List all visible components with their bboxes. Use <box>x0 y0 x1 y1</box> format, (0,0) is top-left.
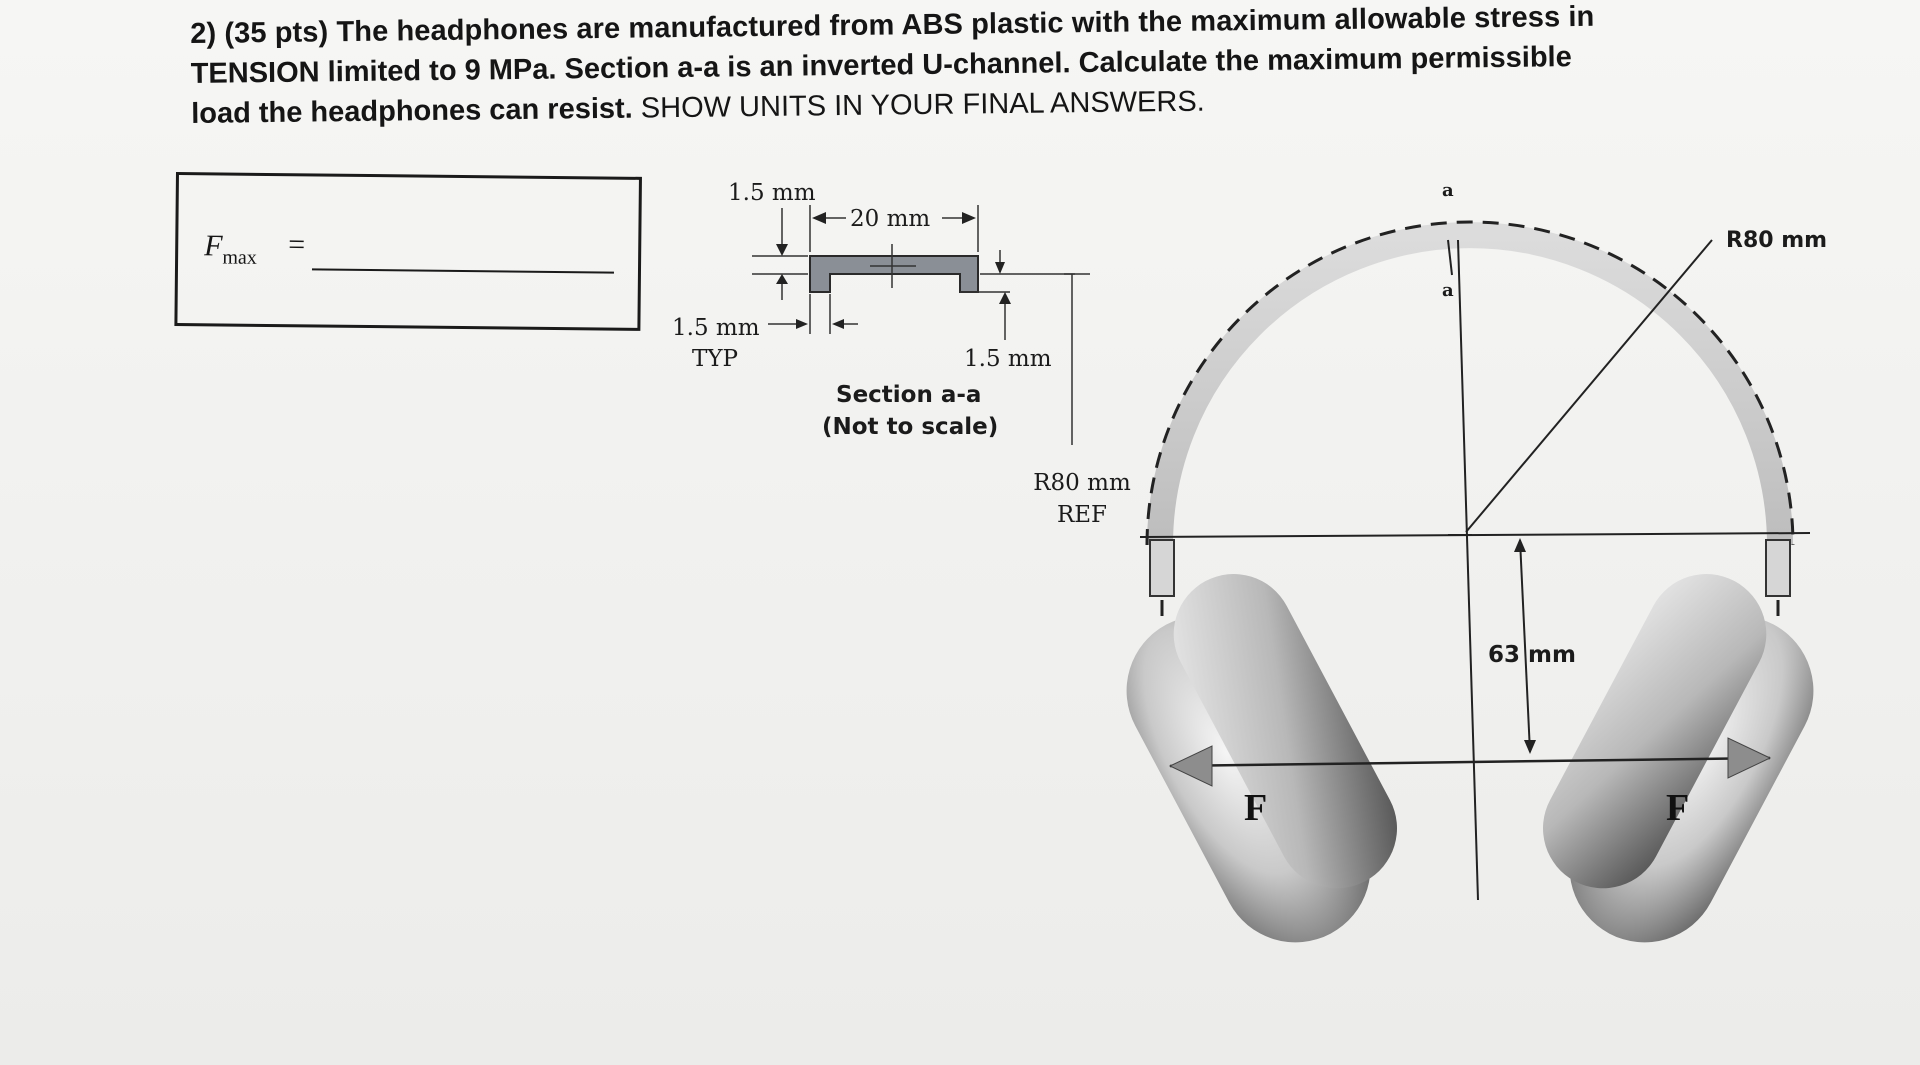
arrowhead-top-1 <box>776 244 788 256</box>
left-ear-cup <box>1126 574 1397 943</box>
section-cut-mark <box>1447 239 1453 276</box>
left-slider <box>1149 539 1175 597</box>
force-label-left: F <box>1244 787 1268 829</box>
ref-note-label: REF <box>1056 502 1108 528</box>
section-aa-drawing <box>752 205 1090 445</box>
section-caption-note: (Not to scale) <box>822 414 999 440</box>
headband <box>1147 222 1793 546</box>
arrowhead-63-top <box>1514 538 1526 552</box>
section-mark-bottom: a <box>1442 280 1454 301</box>
force-arrow-left <box>1168 745 1213 787</box>
arrowhead-63-bottom <box>1524 740 1536 754</box>
section-caption: Section a-a <box>836 382 982 408</box>
dim-63-line <box>1519 539 1531 753</box>
radius-label: R80 mm <box>1726 228 1828 253</box>
force-label-right: F <box>1666 787 1690 829</box>
arrowhead-leg-2 <box>999 292 1011 304</box>
headband-outer-dashes <box>1145 220 1795 546</box>
offset-label: 63 mm <box>1488 642 1576 668</box>
radius-leader <box>1465 239 1713 533</box>
right-slider <box>1765 539 1791 597</box>
left-cup-pad <box>1173 574 1397 889</box>
wall-typ-label: TYP <box>692 346 738 372</box>
arrowhead-width-right <box>962 212 976 224</box>
force-line <box>1169 756 1771 768</box>
arrowhead-wall-2 <box>832 319 844 329</box>
horizontal-centerline <box>1139 532 1811 538</box>
arrowhead-wall-1 <box>796 319 808 329</box>
ref-radius-label: R80 mm <box>1033 470 1131 496</box>
arrowhead-width-left <box>812 212 826 224</box>
vertical-centerline <box>1457 239 1479 901</box>
wall-thickness-label: 1.5 mm <box>672 315 760 341</box>
top-thickness-label: 1.5 mm <box>728 180 816 206</box>
leg-height-label: 1.5 mm <box>964 346 1052 372</box>
force-arrow-right <box>1727 737 1772 779</box>
right-cup-pad <box>1543 574 1767 889</box>
section-mark-top: a <box>1442 180 1454 201</box>
u-channel-shape <box>809 255 979 293</box>
right-ear-cup <box>1543 574 1814 943</box>
width-label: 20 mm <box>850 206 931 232</box>
arrowhead-top-2 <box>776 274 788 284</box>
headphones-drawing <box>1126 220 1814 943</box>
arrowhead-leg-1 <box>995 262 1005 274</box>
